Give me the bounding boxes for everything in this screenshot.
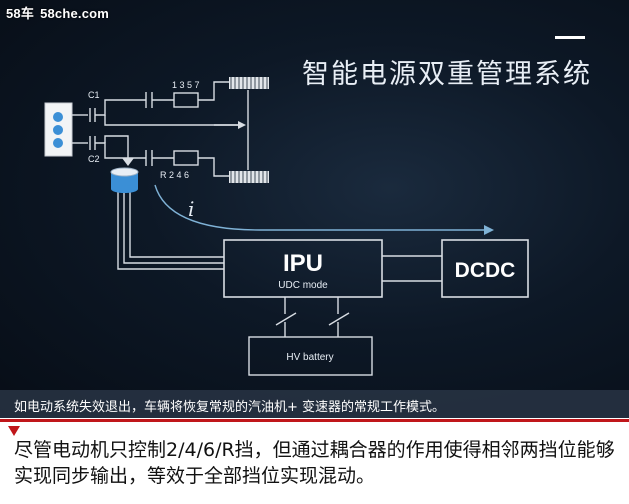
drivetrain-lines — [72, 81, 442, 337]
wheel-bottom — [229, 171, 269, 183]
title-accent-bar — [555, 36, 585, 39]
ipu-box — [223, 239, 383, 298]
current-flow-arrow — [154, 184, 490, 231]
dcdc-label: DCDC — [455, 259, 516, 282]
torque-arrow-head — [238, 121, 246, 129]
triangle-marker-icon — [8, 426, 20, 436]
battery-label: HV battery — [286, 352, 333, 363]
divider-rule — [0, 419, 629, 422]
ipu-label: IPU — [283, 250, 323, 277]
site-watermark: 58车 58che.com — [6, 3, 109, 22]
wheel-top — [229, 77, 269, 89]
watermark-brand: 58车 — [6, 6, 35, 21]
battery-box — [248, 336, 373, 376]
watermark-domain: 58che.com — [40, 6, 110, 21]
article-paragraph: 尽管电动机只控制2/4/6/R挡，但通过耦合器的作用使得相邻两挡位能够实现同步输… — [14, 439, 615, 487]
dcdc-box — [441, 239, 529, 298]
slide-caption: 如电动系统失效退出，车辆将恢复常规的汽油机+ 变速器的常规工作模式。 — [14, 400, 446, 415]
engine-cylinder-3 — [53, 138, 63, 148]
current-flow-arrow-head — [484, 225, 494, 235]
motor-cylinder — [110, 167, 139, 193]
current-symbol: i — [188, 197, 194, 221]
even-gears-label: R 2 4 6 — [160, 170, 189, 180]
slide-title: 智能电源双重管理系统 — [302, 59, 592, 90]
clutch-c1-label: C1 — [88, 90, 100, 100]
ipu-mode-label: UDC mode — [278, 280, 328, 291]
slide-panel: C1 C2 1 3 5 7 R 2 4 6 i IPU UDC mode DCD… — [0, 0, 629, 418]
engine-cylinder-2 — [53, 125, 63, 135]
engine-cylinder-1 — [53, 112, 63, 122]
motor-arrow-head — [122, 158, 134, 166]
odd-gears-label: 1 3 5 7 — [172, 80, 200, 90]
powertrain-diagram: C1 C2 1 3 5 7 R 2 4 6 i IPU UDC mode DCD… — [44, 77, 529, 376]
caption-band — [0, 390, 629, 418]
clutch-c2-label: C2 — [88, 154, 100, 164]
